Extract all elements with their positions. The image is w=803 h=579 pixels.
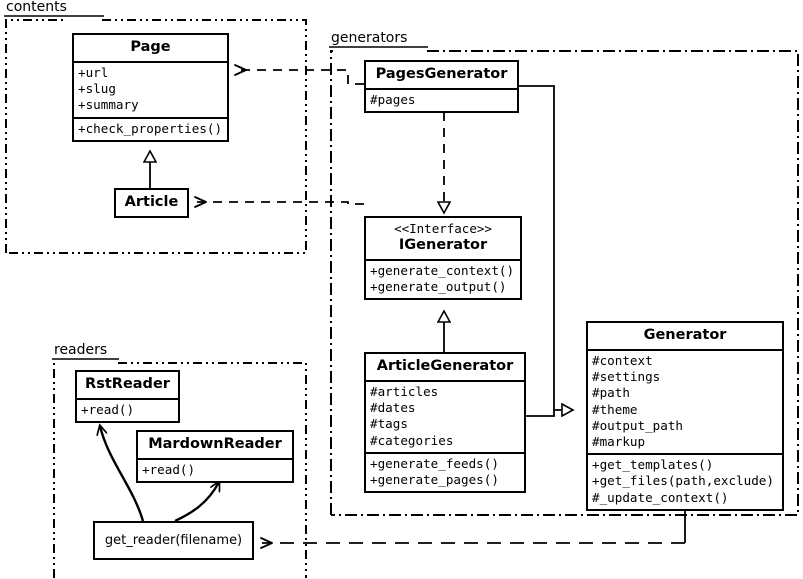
attribute-context: #context bbox=[592, 353, 653, 368]
method-read-rst: +read() bbox=[81, 402, 135, 417]
package-label-readers: readers bbox=[52, 342, 110, 358]
edge-pagesgenerator-to-generator bbox=[519, 85, 572, 410]
package-label-contents: contents bbox=[4, 0, 69, 15]
edge-generators-depends-article bbox=[194, 196, 364, 208]
class-name-igenerator: IGenerator bbox=[398, 237, 488, 253]
method-update-context: #_update_context() bbox=[592, 489, 729, 505]
attributes-compartment-page: +url +slug +summary bbox=[74, 61, 227, 117]
methods-compartment-page: +check_properties() bbox=[74, 116, 227, 140]
methods-compartment-generator: +get_templates() +get_files(path,exclude… bbox=[588, 453, 782, 509]
methods-compartment-mardownreader: +read() bbox=[138, 458, 292, 481]
attribute-dates: #dates bbox=[370, 400, 416, 416]
class-name-articlegenerator: ArticleGenerator bbox=[376, 358, 514, 374]
edge-articlegenerator-to-generator bbox=[526, 410, 555, 417]
method-generate-feeds: +generate_feeds() bbox=[370, 455, 499, 471]
class-box-page[interactable]: Page +url +slug +summary +check_properti… bbox=[72, 33, 229, 142]
method-read-markdown: +read() bbox=[142, 462, 196, 477]
methods-compartment-rstreader: +read() bbox=[77, 398, 178, 421]
attribute-url: +url bbox=[78, 65, 109, 80]
class-name-pagesgenerator: PagesGenerator bbox=[375, 66, 508, 82]
class-name-rstreader: RstReader bbox=[85, 376, 170, 392]
stereotype-interface: <<Interface>> bbox=[394, 221, 492, 236]
function-box-get-reader[interactable]: get_reader(filename) bbox=[93, 521, 254, 560]
class-box-articlegenerator[interactable]: ArticleGenerator #articles #dates #tags … bbox=[364, 352, 526, 494]
method-check-properties: +check_properties() bbox=[78, 120, 223, 136]
attributes-compartment-pagesgenerator: #pages bbox=[366, 88, 517, 111]
class-box-mardownreader[interactable]: MardownReader +read() bbox=[136, 430, 294, 484]
attribute-pages: #pages bbox=[370, 92, 416, 107]
class-box-article[interactable]: Article bbox=[114, 188, 189, 218]
attribute-slug: +slug bbox=[78, 81, 116, 97]
method-generate-context: +generate_context() bbox=[370, 263, 515, 278]
attributes-compartment-generator: #context #settings #path #theme #output_… bbox=[588, 349, 782, 453]
edge-getreader-creates-mardownreader bbox=[174, 482, 219, 523]
method-generate-output: +generate_output() bbox=[370, 279, 507, 295]
method-generate-pages: +generate_pages() bbox=[370, 472, 499, 488]
attribute-articles: #articles bbox=[370, 384, 439, 399]
class-box-pagesgenerator[interactable]: PagesGenerator #pages bbox=[364, 60, 519, 114]
attribute-output-path: #output_path bbox=[592, 417, 683, 433]
methods-compartment-articlegenerator: +generate_feeds() +generate_pages() bbox=[366, 451, 524, 491]
class-name-generator: Generator bbox=[643, 327, 727, 343]
attribute-theme: #theme bbox=[592, 401, 638, 417]
method-get-templates: +get_templates() bbox=[592, 457, 714, 473]
class-name-page: Page bbox=[130, 39, 171, 55]
class-box-igenerator[interactable]: <<Interface>> IGenerator +generate_conte… bbox=[364, 216, 522, 301]
method-get-files: +get_files(path,exclude) bbox=[592, 473, 774, 489]
attribute-tags: #tags bbox=[370, 416, 408, 432]
package-label-generators: generators bbox=[329, 30, 410, 46]
attribute-summary: +summary bbox=[78, 97, 139, 113]
class-name-mardownreader: MardownReader bbox=[148, 436, 282, 452]
attributes-compartment-articlegenerator: #articles #dates #tags #categories bbox=[366, 380, 524, 452]
attribute-settings: #settings bbox=[592, 369, 661, 385]
class-box-generator[interactable]: Generator #context #settings #path #them… bbox=[586, 321, 784, 511]
function-label-get-reader: get_reader(filename) bbox=[104, 533, 243, 548]
attribute-path: #path bbox=[592, 385, 630, 401]
class-name-article: Article bbox=[124, 194, 179, 210]
class-box-rstreader[interactable]: RstReader +read() bbox=[75, 370, 180, 424]
methods-compartment-igenerator: +generate_context() +generate_output() bbox=[366, 259, 520, 298]
attribute-markup: #markup bbox=[592, 434, 646, 450]
attribute-categories: #categories bbox=[370, 432, 454, 448]
edge-generators-depends-page bbox=[234, 64, 364, 85]
